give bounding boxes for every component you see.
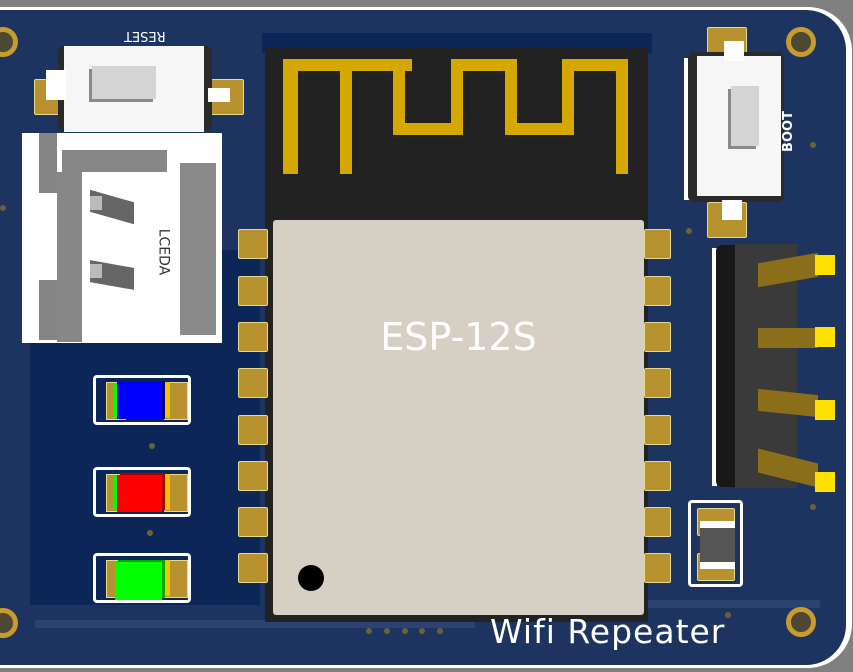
module-pad-right-7 bbox=[644, 507, 671, 537]
reset-label: RESET bbox=[124, 28, 166, 43]
module-pad-right-6 bbox=[644, 461, 671, 491]
via bbox=[810, 142, 816, 148]
board-title: Wifi Repeater bbox=[490, 612, 726, 651]
via bbox=[437, 628, 443, 634]
via bbox=[147, 530, 153, 536]
module-pad-right-2 bbox=[644, 276, 671, 306]
module-pad-right-4 bbox=[644, 368, 671, 398]
module-pad-right-8 bbox=[644, 553, 671, 583]
via bbox=[366, 628, 372, 634]
via bbox=[686, 228, 692, 234]
mounting-hole-bottom-right bbox=[786, 607, 816, 637]
header-pin-4 bbox=[815, 472, 835, 492]
header-pin-3 bbox=[815, 400, 835, 420]
ground-trace-right bbox=[640, 600, 820, 608]
via bbox=[402, 628, 408, 634]
led-body bbox=[115, 562, 162, 600]
connector-label: LCEDA bbox=[155, 228, 172, 276]
mounting-hole-top-right bbox=[786, 27, 816, 57]
via bbox=[419, 628, 425, 634]
module-pad-left-5 bbox=[238, 415, 268, 445]
module-pad-right-5 bbox=[644, 415, 671, 445]
ground-trace bbox=[35, 620, 475, 628]
module-pad-right-1 bbox=[644, 229, 671, 259]
header-pin-1 bbox=[815, 255, 835, 275]
module-pad-left-4 bbox=[238, 368, 268, 398]
esp-module-shield: ESP-12S bbox=[273, 220, 644, 615]
module-label: ESP-12S bbox=[380, 315, 537, 359]
via bbox=[810, 504, 816, 510]
module-pad-left-2 bbox=[238, 276, 268, 306]
module-pad-left-7 bbox=[238, 507, 268, 537]
led-body bbox=[117, 381, 162, 419]
header-pin-2 bbox=[815, 327, 835, 347]
module-pad-left-8 bbox=[238, 553, 268, 583]
module-pad-left-3 bbox=[238, 322, 268, 352]
boot-label: BOOT bbox=[780, 111, 796, 152]
mounting-hole-top-left bbox=[0, 27, 18, 57]
pin1-marker-icon bbox=[298, 565, 324, 591]
led-body bbox=[117, 475, 162, 512]
via bbox=[149, 443, 155, 449]
via bbox=[384, 628, 390, 634]
via bbox=[0, 205, 6, 211]
module-pad-right-3 bbox=[644, 322, 671, 352]
module-pad-left-6 bbox=[238, 461, 268, 491]
module-pad-left-1 bbox=[238, 229, 268, 259]
via bbox=[725, 612, 731, 618]
mounting-hole-bottom-left bbox=[0, 608, 18, 638]
